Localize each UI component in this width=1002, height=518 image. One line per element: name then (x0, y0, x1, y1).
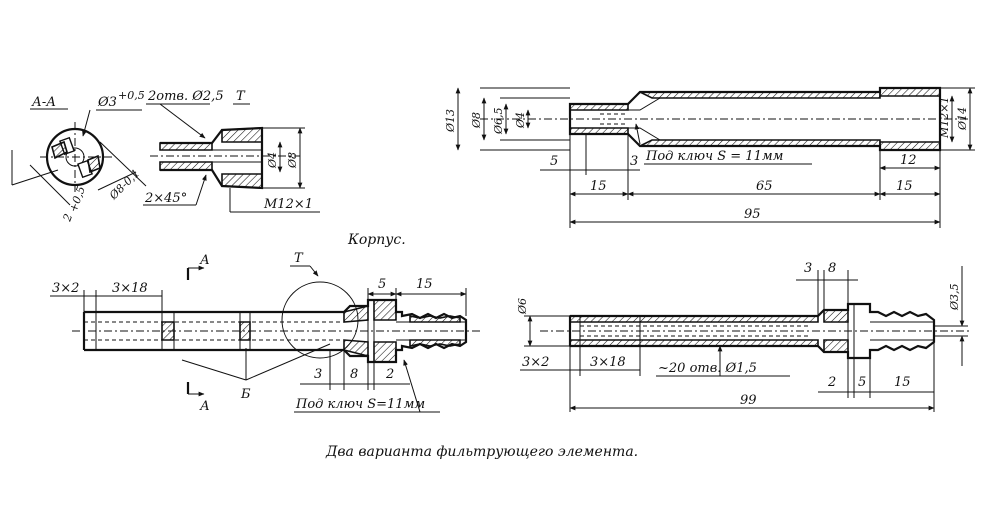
caption-korpus: Корпус. (347, 232, 406, 248)
variant2-dim-5: 5 (858, 375, 866, 390)
variant2-dim-2: 2 (827, 375, 836, 390)
variant2-d6: Ø6 (516, 298, 529, 315)
detail-t-thread: M12×1 (263, 197, 313, 212)
detail-t-d8: Ø8 (286, 152, 299, 169)
detail-t-holes: 2отв. Ø2,5 (147, 89, 224, 104)
variant1-view: А А 3×2 3×18 Т 5 15 Б 3 8 2 (50, 251, 480, 414)
body-d14: Ø14 (956, 107, 969, 131)
body-key: Под ключ S = 11мм (645, 149, 783, 164)
variant2-dim-3x18: 3×18 (590, 355, 626, 370)
variant1-dim-3x18: 3×18 (112, 281, 148, 296)
body-dim-65: 65 (756, 179, 773, 194)
variant2-dim-99: 99 (740, 393, 757, 408)
body-view: Ø13 Ø8 Ø6,5 Ø4 M12×1 Ø14 5 3 Под ключ S … (444, 86, 975, 228)
detail-t-d4: Ø4 (266, 152, 279, 169)
body-d4: Ø4 (514, 112, 527, 129)
variant1-t-label: Т (294, 251, 304, 266)
body-dim-3: 3 (630, 154, 638, 169)
detail-t-view: 2отв. Ø2,5 Т Ø4 Ø8 2×45° M12×1 (143, 89, 320, 213)
section-aa-d3: Ø3 (97, 95, 117, 110)
variant2-d35: Ø3,5 (948, 283, 961, 311)
variant1-dim-15: 15 (416, 277, 433, 292)
body-dim-5: 5 (550, 154, 558, 169)
variant2-dim-15: 15 (894, 375, 911, 390)
section-aa-view: А-А Ø3 +0,5 2 +0,5 Ø8-0,1 (11, 89, 147, 224)
section-aa-d3-tol: +0,5 (118, 89, 145, 102)
variant1-dim-3: 3 (314, 367, 322, 382)
detail-t-label: Т (236, 89, 246, 104)
section-aa-title: А-А (31, 95, 56, 110)
variant2-dim-3: 3 (804, 261, 812, 276)
section-aa-dim-2: 2 (60, 212, 75, 224)
body-dim-15a: 15 (590, 179, 607, 194)
detail-t-chamfer: 2×45° (144, 191, 187, 206)
body-d13: Ø13 (444, 109, 457, 133)
variant1-dim-5: 5 (378, 277, 386, 292)
body-m12: M12×1 (938, 97, 951, 139)
body-d8: Ø8 (470, 112, 483, 129)
variant1-dim-2: 2 (385, 367, 394, 382)
variant2-view: 3 8 Ø6 Ø3,5 3×2 3×18 ~20 отв. Ø1,5 2 5 1… (516, 261, 970, 412)
section-aa-d8: Ø8-0,1 (106, 167, 142, 203)
variant1-section-a-top: А (199, 253, 210, 268)
variant1-b-label: Б (240, 387, 251, 402)
body-dim-15b: 15 (896, 179, 913, 194)
variant2-holes: ~20 отв. Ø1,5 (658, 361, 757, 376)
caption-bottom: Два варианта фильтрующего элемента. (325, 444, 638, 460)
variant1-key: Под ключ S=11мм (295, 397, 425, 412)
body-d65: Ø6,5 (492, 107, 505, 135)
variant1-dim-8: 8 (350, 367, 358, 382)
variant2-dim-8: 8 (828, 261, 836, 276)
variant1-dim-3x2: 3×2 (52, 281, 79, 296)
body-dim-95: 95 (744, 207, 761, 222)
variant1-section-a-bottom: А (199, 399, 210, 414)
section-aa-dim-2-tol: +0,5 (67, 184, 88, 214)
body-dim-12: 12 (900, 153, 917, 168)
variant2-dim-3x2: 3×2 (522, 355, 549, 370)
